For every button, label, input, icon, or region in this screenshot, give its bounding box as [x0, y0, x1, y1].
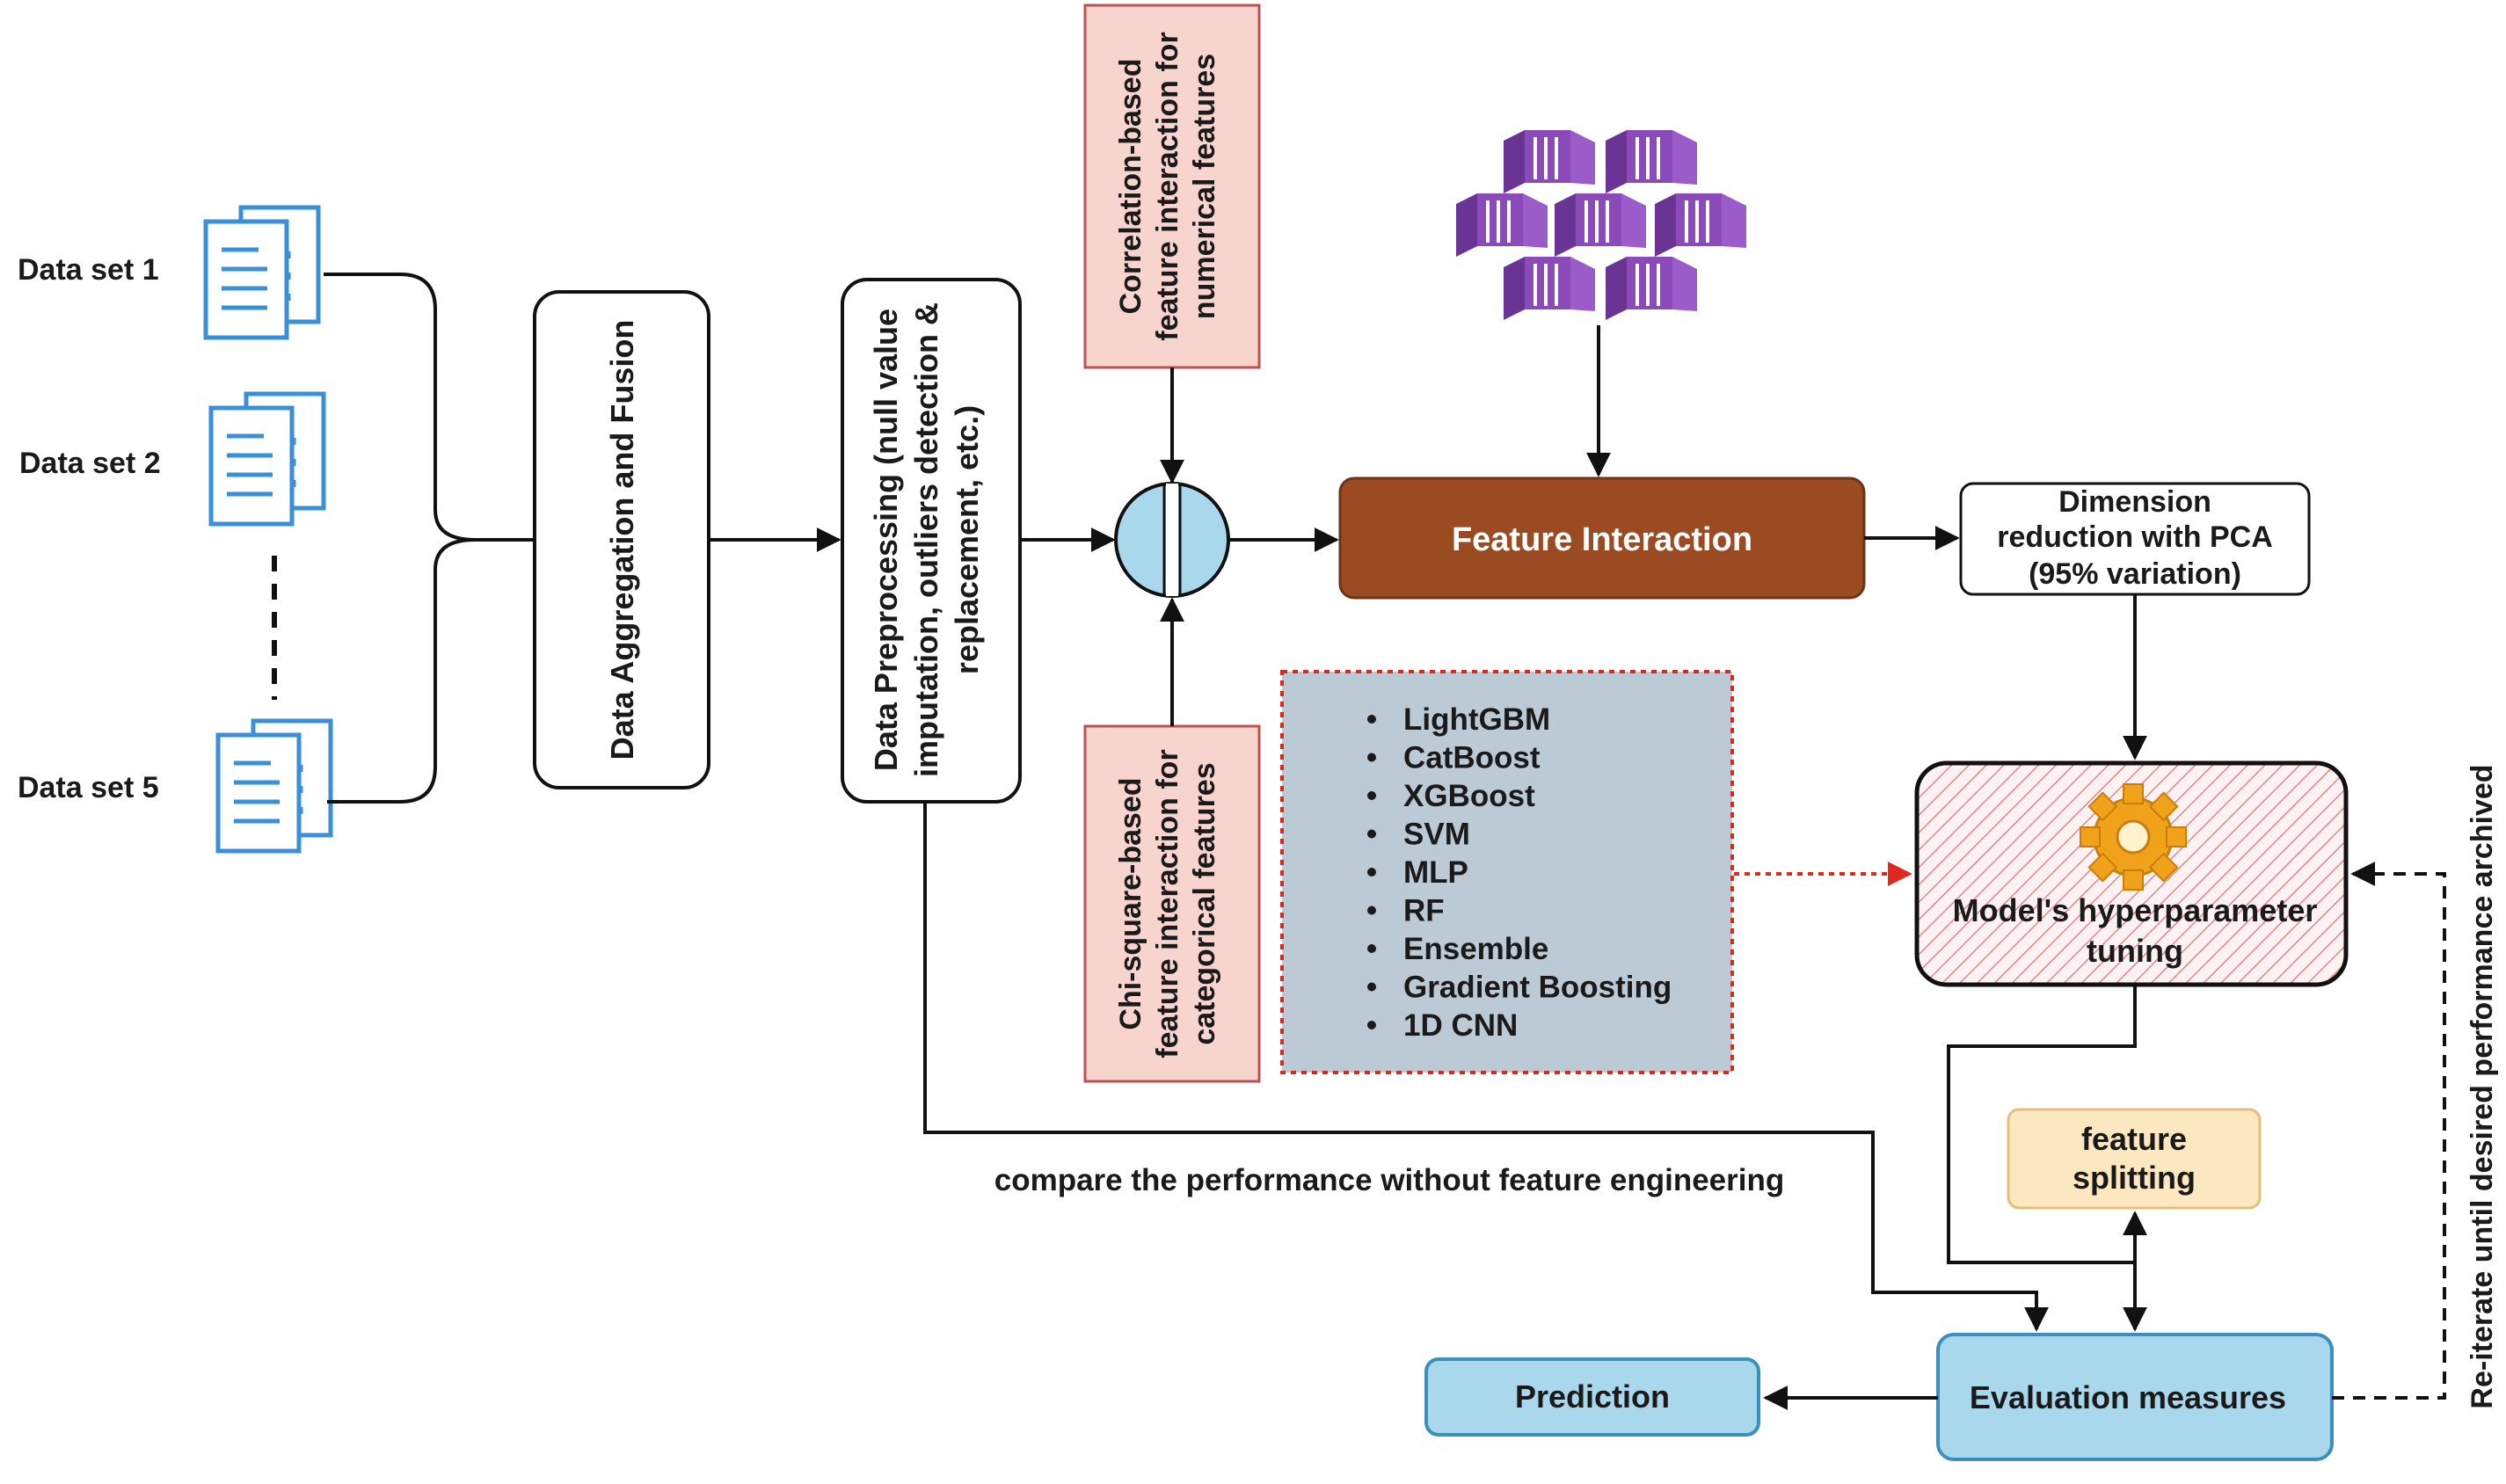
cube-icon-1: [1502, 128, 1597, 195]
cube-icon-6: [1502, 255, 1597, 322]
tuning-to-evaluation-line: [1947, 985, 2137, 1264]
dataset-1-label: Data set 1: [18, 253, 159, 287]
chisquare-line-2: feature interaction for: [1151, 749, 1184, 1058]
correlation-line-1: Correlation-based: [1114, 59, 1147, 315]
preprocessing-label: Data Preprocessing (null value imputatio…: [868, 302, 985, 777]
correlation-line-3: numerical features: [1188, 54, 1221, 319]
model-item: RF: [1403, 894, 1445, 928]
model-item: SVM: [1403, 818, 1470, 852]
dataset-2-label: Data set 2: [19, 447, 161, 480]
reiterate-loop-arrow: [2332, 862, 2446, 1400]
model-bullet-icon: [1367, 1021, 1376, 1029]
reiterate-label: Re-iterate until desired performance arc…: [2466, 764, 2499, 1408]
model-bullet-icon: [1367, 906, 1376, 915]
feature-splitting-line-1: feature: [2081, 1121, 2187, 1157]
dataset-5-label: Data set 5: [18, 771, 159, 804]
model-bullet-icon: [1367, 715, 1376, 724]
cube-icon-2: [1604, 128, 1699, 195]
cube-icon-5: [1653, 192, 1748, 258]
model-item: LightGBM: [1403, 702, 1550, 737]
cube-icon-3: [1454, 192, 1549, 258]
dataset-merge-brace: [324, 273, 476, 804]
dataset-1-document-icon: [206, 207, 318, 338]
gear-icon: [2080, 783, 2187, 891]
pca-line-3: (95% variation): [2029, 557, 2241, 591]
pca-line-2: reduction with PCA: [1997, 520, 2273, 554]
model-bullet-icon: [1367, 944, 1376, 953]
model-bullet-icon: [1367, 791, 1376, 800]
dataset-2-document-icon: [211, 394, 324, 524]
model-item: 1D CNN: [1403, 1008, 1518, 1043]
model-bullet-icon: [1367, 982, 1376, 992]
tuning-line-1: Model's hyperparameter: [1953, 892, 2318, 928]
model-item: MLP: [1403, 855, 1468, 890]
evaluation-label: Evaluation measures: [1970, 1379, 2286, 1415]
model-item: CatBoost: [1403, 741, 1541, 775]
model-item: Ensemble: [1403, 932, 1548, 966]
dataset-5-document-icon: [218, 721, 331, 851]
model-list-box: [1280, 670, 1734, 1074]
chisquare-box: [1083, 724, 1261, 1083]
cube-icon-7: [1604, 255, 1699, 322]
model-bullet-icon: [1367, 868, 1376, 877]
preprocessing-line-1: Data Preprocessing (null value: [868, 309, 904, 771]
tuning-line-2: tuning: [2087, 933, 2183, 969]
model-item: Gradient Boosting: [1403, 971, 1672, 1005]
chisquare-line-1: Chi-square-based: [1114, 777, 1147, 1029]
model-bullet-icon: [1367, 829, 1376, 839]
compare-label: compare the performance without feature …: [994, 1163, 1785, 1197]
prediction-label: Prediction: [1515, 1379, 1670, 1415]
prediction-box: [1424, 1357, 1760, 1437]
model-bullet-icon: [1367, 753, 1376, 762]
pca-line-1: Dimension: [2058, 485, 2211, 519]
chisquare-line-3: categorical features: [1188, 762, 1221, 1044]
compare-without-fe-arrow: [923, 802, 2049, 1332]
preprocessing-line-2: imputation, outliers detection &: [908, 302, 944, 777]
correlation-line-2: feature interaction for: [1151, 32, 1184, 340]
container-cluster-icon: [1454, 128, 1748, 322]
feature-splitting-box: [2007, 1108, 2262, 1210]
feature-interaction-label: Feature Interaction: [1452, 521, 1752, 558]
aggregation-label: Data Aggregation and Fusion: [604, 320, 640, 760]
correlation-label: Correlation-based feature interaction fo…: [1114, 32, 1221, 340]
chisquare-label: Chi-square-based feature interaction for…: [1114, 749, 1221, 1058]
preprocessing-line-3: replacement, etc.): [949, 405, 985, 674]
cube-icon-4: [1553, 192, 1648, 258]
model-item: XGBoost: [1403, 779, 1535, 813]
feature-splitting-line-2: splitting: [2073, 1160, 2196, 1196]
